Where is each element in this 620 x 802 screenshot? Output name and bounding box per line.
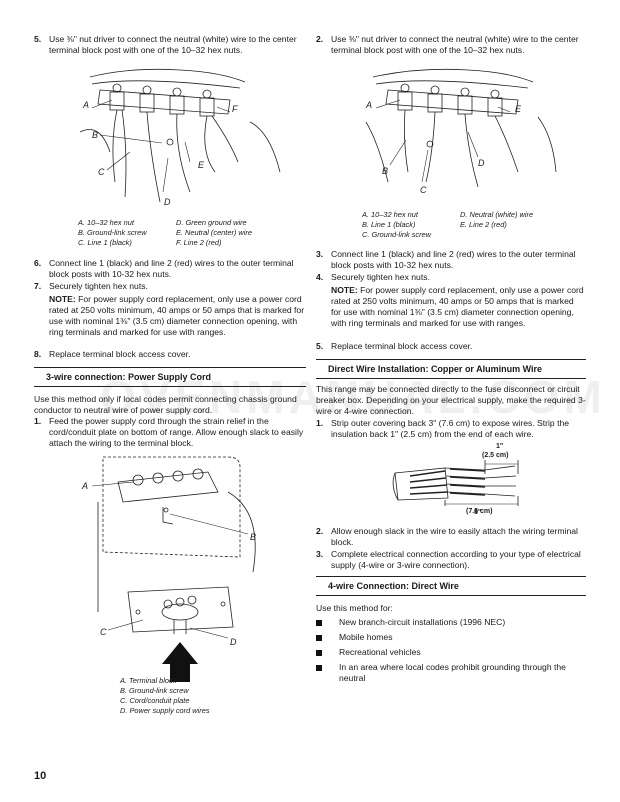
watermark: OVENMANUAL.COM bbox=[100, 371, 606, 423]
label-D: D bbox=[230, 637, 237, 647]
label-E: E bbox=[515, 104, 522, 114]
left-step-8: 8. Replace terminal block access cover. bbox=[34, 349, 306, 360]
dim-3-cm: (7.6 cm) bbox=[466, 508, 493, 515]
step-text: Replace terminal block access cover. bbox=[331, 341, 473, 351]
caption-d: D. Power supply cord wires bbox=[120, 706, 210, 715]
caption-a: A. 10–32 hex nut bbox=[362, 210, 418, 219]
bullet-item: Mobile homes bbox=[316, 632, 586, 643]
left-note: NOTE: For power supply cord replacement,… bbox=[49, 294, 306, 338]
right-step-4: 4. Securely tighten hex nuts. bbox=[316, 272, 586, 283]
bullet-item: Recreational vehicles bbox=[316, 647, 586, 658]
step-text: Allow enough slack in the wire to easily… bbox=[331, 526, 578, 547]
caption-a: A. Terminal block bbox=[120, 676, 177, 685]
label-B: B bbox=[382, 166, 388, 176]
right-s1-step-3: 3. Complete electrical connection accord… bbox=[316, 549, 586, 571]
left-step-1: 1. Feed the power supply cord through th… bbox=[34, 416, 306, 449]
caption-e: E. Neutral (center) wire bbox=[176, 228, 252, 237]
caption-f: F. Line 2 (red) bbox=[176, 238, 222, 247]
label-A: A bbox=[81, 481, 88, 491]
right-step-3: 3. Connect line 1 (black) and line 2 (re… bbox=[316, 249, 586, 271]
dim-3-inch: 3" bbox=[474, 509, 481, 516]
terminal-block-diagram-2: A B C D E bbox=[365, 68, 557, 195]
caption-d: D. Neutral (white) wire bbox=[460, 210, 534, 219]
caption-c: C. Cord/conduit plate bbox=[120, 696, 190, 705]
section-intro-direct-wire: This range may be connected directly to … bbox=[316, 384, 586, 416]
dim-1-inch: 1" bbox=[496, 443, 503, 450]
step-text: Strip outer covering back 3" (7.6 cm) to… bbox=[331, 418, 570, 439]
caption-b: B. Ground-link screw bbox=[120, 686, 189, 695]
step-number: 1. bbox=[34, 416, 42, 426]
bullet-square-icon bbox=[316, 635, 322, 641]
left-step-5: 5. Use ⅜" nut driver to connect the neut… bbox=[34, 34, 306, 56]
label-C: C bbox=[100, 627, 107, 637]
arrow-up-icon bbox=[162, 642, 198, 682]
step-number: 1. bbox=[316, 418, 324, 428]
step-number: 2. bbox=[316, 526, 324, 536]
section-heading-3wire-cord: 3-wire connection: Power Supply Cord bbox=[34, 367, 306, 387]
dim-1-cm: (2.5 cm) bbox=[482, 452, 508, 459]
terminal-block-diagram-1: A B C D E F bbox=[79, 68, 281, 207]
right-note: NOTE: For power supply cord replacement,… bbox=[331, 285, 586, 329]
right-s1-step-2: 2. Allow enough slack in the wire to eas… bbox=[316, 526, 586, 548]
page-number: 10 bbox=[34, 770, 47, 782]
section-intro-4wire: Use this method for: bbox=[316, 603, 393, 613]
section-heading-4wire: 4-wire Connection: Direct Wire bbox=[316, 576, 586, 596]
step-number: 7. bbox=[34, 281, 42, 291]
bullet-item: New branch-circuit installations (1996 N… bbox=[316, 617, 586, 628]
label-D: D bbox=[478, 158, 485, 168]
step-text: Connect line 1 (black) and line 2 (red) … bbox=[331, 249, 576, 270]
step-text: Complete electrical connection according… bbox=[331, 549, 581, 570]
label-C: C bbox=[98, 167, 105, 177]
note-label: NOTE: bbox=[49, 294, 76, 304]
caption-a: A. 10–32 hex nut bbox=[78, 218, 134, 227]
caption-d: D. Green ground wire bbox=[176, 218, 247, 227]
label-F: F bbox=[232, 104, 238, 114]
bullet-square-icon bbox=[316, 620, 322, 626]
left-step-6: 6. Connect line 1 (black) and line 2 (re… bbox=[34, 258, 306, 280]
section-heading-direct-wire: Direct Wire Installation: Copper or Alum… bbox=[316, 359, 586, 379]
step-number: 6. bbox=[34, 258, 42, 268]
note-label: NOTE: bbox=[331, 285, 358, 295]
bullet-square-icon bbox=[316, 665, 322, 671]
label-B: B bbox=[92, 130, 98, 140]
right-step-5: 5. Replace terminal block access cover. bbox=[316, 341, 586, 352]
step-number: 5. bbox=[316, 341, 324, 351]
step-text: Securely tighten hex nuts. bbox=[331, 272, 430, 282]
step-number: 5. bbox=[34, 34, 42, 44]
caption-c: C. Ground-link screw bbox=[362, 230, 431, 239]
step-text: Replace terminal block access cover. bbox=[49, 349, 191, 359]
step-text: Securely tighten hex nuts. bbox=[49, 281, 148, 291]
label-B: B bbox=[250, 532, 256, 542]
bullet-item: In an area where local codes prohibit gr… bbox=[316, 662, 586, 684]
step-text: Feed the power supply cord through the s… bbox=[49, 416, 304, 448]
step-text: Connect line 1 (black) and line 2 (red) … bbox=[49, 258, 294, 279]
step-number: 8. bbox=[34, 349, 42, 359]
note-text: For power supply cord replacement, only … bbox=[331, 285, 584, 328]
step-number: 2. bbox=[316, 34, 324, 44]
step-text: Use ⅜" nut driver to connect the neutral… bbox=[49, 34, 297, 55]
right-step-2: 2. Use ⅜" nut driver to connect the neut… bbox=[316, 34, 586, 56]
step-number: 3. bbox=[316, 549, 324, 559]
caption-e: E. Line 2 (red) bbox=[460, 220, 507, 229]
caption-b: B. Ground-link screw bbox=[78, 228, 147, 237]
step-text: Use ⅜" nut driver to connect the neutral… bbox=[331, 34, 579, 55]
label-D: D bbox=[164, 197, 171, 207]
label-C: C bbox=[420, 185, 427, 195]
caption-c: C. Line 1 (black) bbox=[78, 238, 132, 247]
step-number: 3. bbox=[316, 249, 324, 259]
section-intro-3wire-cord: Use this method only if local codes perm… bbox=[34, 394, 297, 415]
note-text: For power supply cord replacement, only … bbox=[49, 294, 305, 337]
label-A: A bbox=[82, 100, 89, 110]
step-number: 4. bbox=[316, 272, 324, 282]
label-A: A bbox=[365, 100, 372, 110]
label-E: E bbox=[198, 160, 205, 170]
power-cord-diagram: A B C D bbox=[81, 456, 256, 682]
right-s1-step-1: 1. Strip outer covering back 3" (7.6 cm)… bbox=[316, 418, 586, 440]
bullet-square-icon bbox=[316, 650, 322, 656]
left-step-7: 7. Securely tighten hex nuts. bbox=[34, 281, 306, 292]
wire-strip-diagram: 1" (2.5 cm) 3" bbox=[392, 443, 519, 516]
caption-b: B. Line 1 (black) bbox=[362, 220, 416, 229]
